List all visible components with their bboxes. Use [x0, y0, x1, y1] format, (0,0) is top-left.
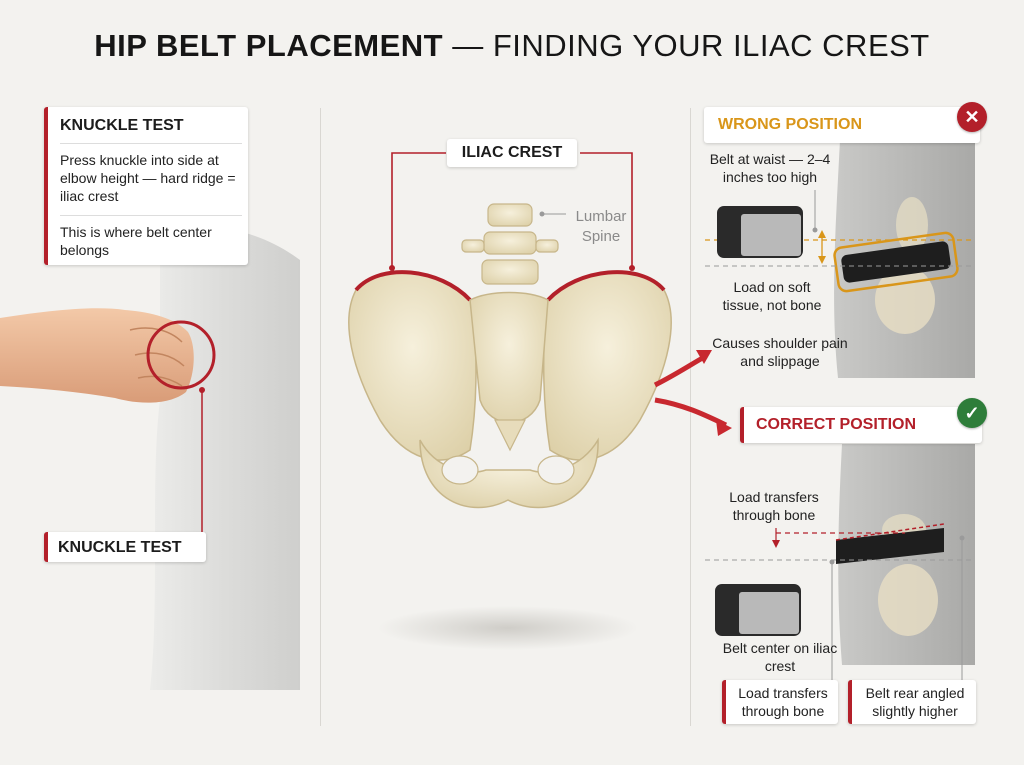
left-crest-highlight: [354, 270, 472, 302]
correct-box-load: Load transfers through bone: [722, 680, 838, 724]
wrong-belt: [833, 231, 959, 293]
title-bold: HIP BELT PLACEMENT: [94, 28, 444, 63]
knuckle-instruction: Press knuckle into side at elbow height …: [60, 152, 236, 204]
wrong-note-soft-tissue: Load on soft tissue, not bone: [722, 279, 822, 313]
divider-right: [690, 108, 691, 726]
obturator-left: [441, 455, 479, 485]
crest-bracket-left: [391, 152, 446, 268]
knuckle-test-card: KNUCKLE TEST Press knuckle into side at …: [44, 107, 248, 265]
wrong-note-pain: Causes shoulder pain and slippage: [712, 335, 848, 369]
coccyx: [494, 419, 526, 452]
wrong-position-header: WRONG POSITION: [704, 107, 980, 143]
wrong-belt-sample: [717, 206, 803, 258]
wrong-hip-bone: [875, 266, 935, 334]
title-rest: — FINDING YOUR ILIAC CREST: [452, 28, 930, 63]
knuckle-highlight-circle: [146, 320, 216, 390]
sacrum: [469, 291, 549, 424]
correct-belt: [835, 523, 945, 564]
x-icon: ✕: [957, 102, 987, 132]
wrong-heading: WRONG POSITION: [718, 116, 862, 133]
right-crest-highlight: [546, 270, 666, 302]
page-title: HIP BELT PLACEMENT — FINDING YOUR ILIAC …: [0, 28, 1024, 64]
lumbar-spine-label: Lumbar Spine: [575, 208, 627, 245]
lumbar-spine: [461, 203, 559, 285]
card-divider: [60, 143, 242, 144]
crest-bracket-right: [580, 152, 633, 268]
wrong-note-waist: Belt at waist — 2–4 inches too high: [709, 151, 831, 185]
correct-position-header: CORRECT POSITION: [740, 407, 982, 443]
card-divider: [60, 215, 242, 216]
pelvis-shadow: [378, 606, 638, 650]
correct-box-rear: Belt rear angled slightly higher: [848, 680, 976, 724]
knuckle-card-heading: KNUCKLE TEST: [60, 117, 184, 134]
check-icon: ✓: [957, 398, 987, 428]
correct-note-load: Load transfers through bone: [729, 489, 819, 523]
obturator-right: [537, 455, 575, 485]
correct-belt-sample: [715, 584, 801, 636]
correct-note-center: Belt center on iliac crest: [722, 640, 838, 674]
knuckle-note: This is where belt center belongs: [60, 224, 212, 258]
divider-left: [320, 108, 321, 726]
iliac-crest-label: ILIAC CREST: [447, 139, 577, 167]
arm-fist: [0, 308, 194, 403]
correct-heading: CORRECT POSITION: [756, 416, 917, 433]
knuckle-test-label: KNUCKLE TEST: [44, 532, 206, 562]
correct-hip-bone: [878, 564, 938, 636]
